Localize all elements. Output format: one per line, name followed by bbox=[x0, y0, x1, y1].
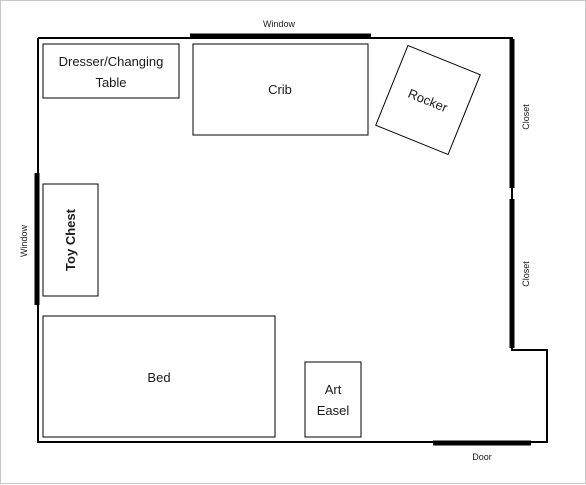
dresser-label-line1: Dresser/Changing bbox=[59, 54, 164, 69]
art-easel-label-line1: Art bbox=[325, 382, 342, 397]
art-easel-label-line2: Easel bbox=[317, 403, 350, 418]
closet-upper-label: Closet bbox=[521, 104, 531, 130]
left-window-label: Window bbox=[19, 224, 29, 257]
toy-chest-box bbox=[42, 183, 99, 297]
top-window-label: Window bbox=[263, 19, 296, 29]
room-walls bbox=[37, 37, 548, 443]
door-label: Door bbox=[472, 452, 492, 462]
art-easel-box bbox=[304, 361, 362, 438]
closet-lower-label: Closet bbox=[521, 261, 531, 287]
rocker: Rocker bbox=[375, 44, 481, 156]
crib-label: Crib bbox=[268, 82, 292, 97]
bed-label: Bed bbox=[147, 370, 170, 385]
bed-box bbox=[42, 315, 276, 438]
crib-box bbox=[192, 43, 369, 136]
dresser-box bbox=[42, 43, 180, 99]
toy-chest-label: Toy Chest bbox=[63, 208, 78, 271]
dresser-label-line2: Table bbox=[95, 75, 126, 90]
rocker-box bbox=[375, 44, 481, 156]
